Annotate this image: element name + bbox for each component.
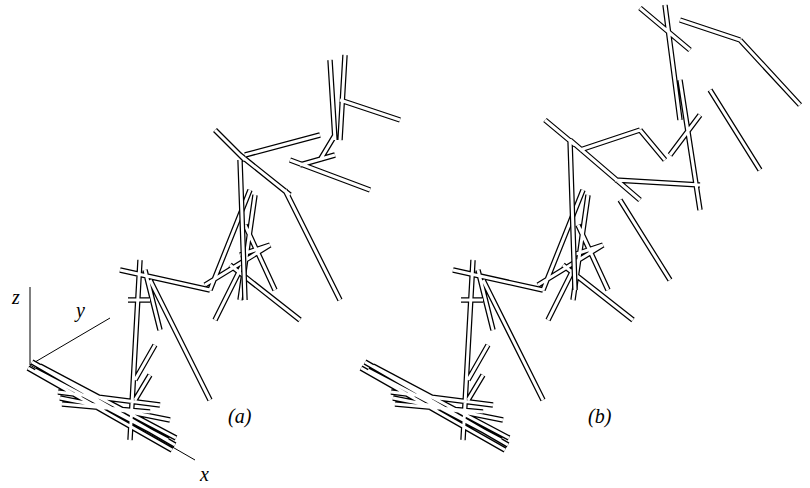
rod-structure-a — [28, 55, 400, 450]
rod-structure-b — [361, 5, 800, 450]
axis-label: z — [12, 287, 20, 307]
panel-label: (b) — [588, 406, 611, 426]
axis-label: y — [76, 300, 85, 320]
panel-label: (a) — [228, 406, 251, 426]
axis-label: x — [200, 464, 209, 484]
